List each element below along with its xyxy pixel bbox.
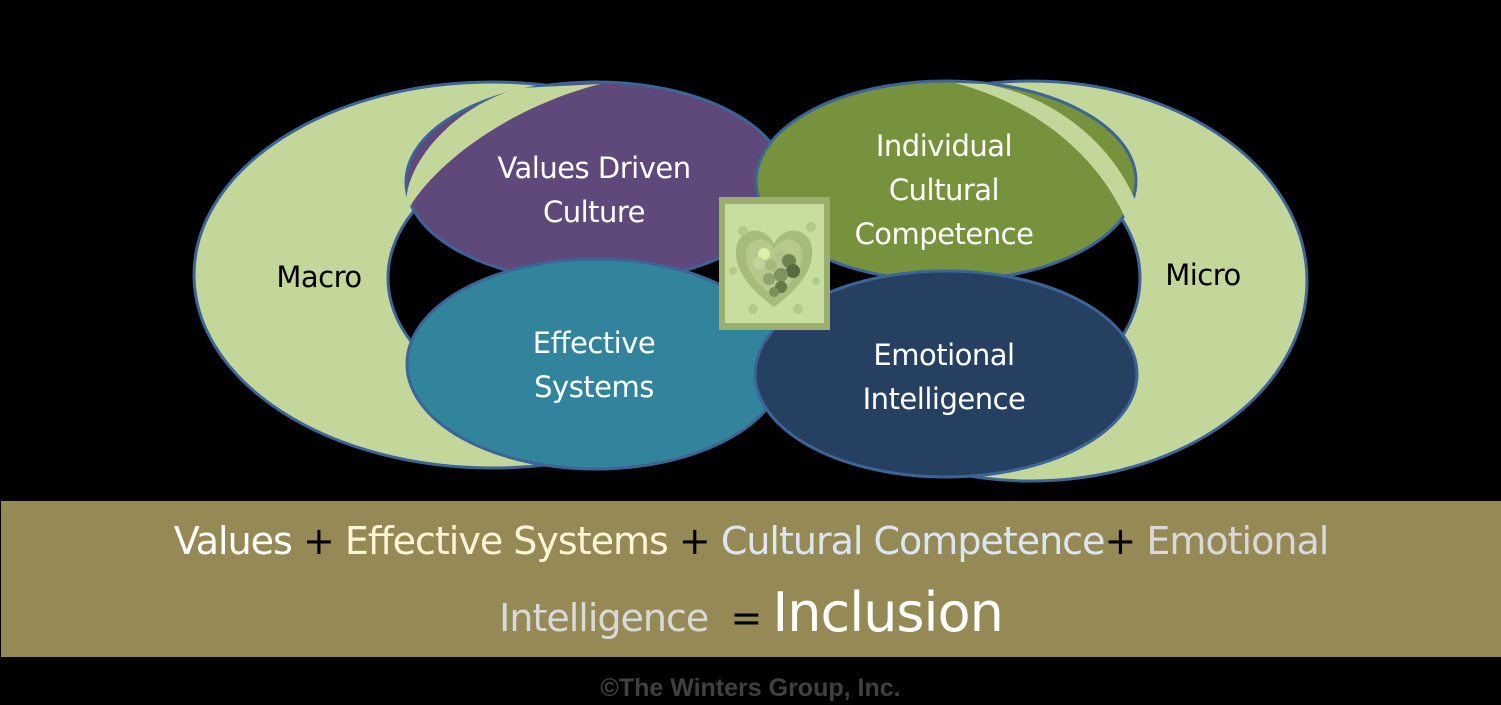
equation-term-intelligence: Intelligence — [499, 596, 709, 640]
diagram-shapes — [192, 79, 1309, 483]
equation-plus: + — [667, 519, 721, 563]
micro-ring-tip — [955, 83, 1135, 220]
equation-equals: = — [708, 596, 773, 640]
equation-banner: Values + Effective Systems + Cultural Co… — [1, 501, 1501, 657]
inclusion-diagram: Macro Micro Values Driven Culture Effect… — [192, 79, 1309, 483]
heart-icon — [719, 197, 830, 330]
values-driven-culture-label: Values Driven Culture — [497, 151, 691, 229]
emotional-intelligence-label: Emotional Intelligence — [862, 338, 1026, 416]
copyright-notice: ©The Winters Group, Inc. — [600, 674, 901, 702]
equation-term-emotional: Emotional — [1146, 519, 1329, 563]
micro-label: Micro — [1165, 258, 1241, 292]
effective-systems-label: Effective Systems — [532, 326, 656, 404]
equation-result-inclusion: Inclusion — [772, 581, 1003, 644]
equation-term-cultural-competence: Cultural Competence — [720, 519, 1106, 563]
equation-plus: + — [291, 519, 345, 563]
equation-term-effective-systems: Effective Systems — [344, 519, 669, 563]
equation-line-1: Values + Effective Systems + Cultural Co… — [1, 515, 1501, 567]
macro-ring-tip — [406, 84, 600, 210]
equation-term-values: Values — [173, 519, 293, 563]
equation-line-2: Intelligence = Inclusion — [1, 579, 1501, 652]
equation-plus: + — [1104, 519, 1147, 563]
macro-label: Macro — [276, 260, 362, 294]
emotional-intelligence-segment — [753, 269, 1139, 479]
individual-cultural-competence-label: Individual Cultural Competence — [854, 129, 1034, 251]
